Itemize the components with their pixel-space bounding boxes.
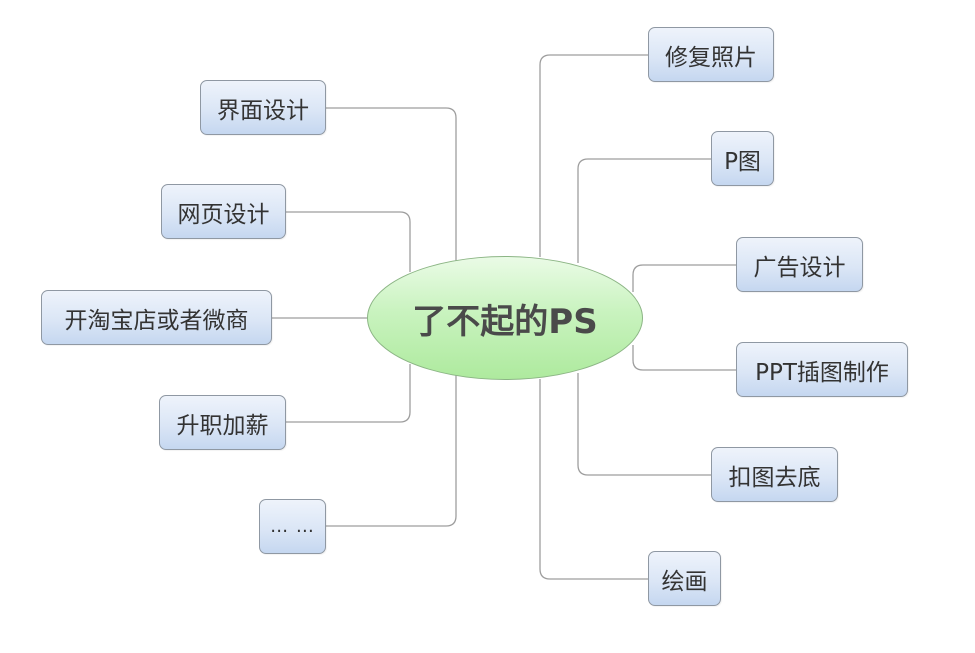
connector-right-4: [577, 373, 711, 476]
topic-label: 广告设计: [753, 254, 846, 281]
topic-node-photo-repair[interactable]: 修复照片: [648, 27, 774, 82]
topic-node-more[interactable]: … …: [259, 499, 326, 554]
connector-left-4: [326, 374, 457, 527]
topic-label: PPT插图制作: [755, 359, 889, 386]
connector-left-1: [286, 211, 411, 272]
topic-node-ui-design[interactable]: 界面设计: [200, 80, 326, 135]
connector-right-2: [632, 264, 736, 292]
topic-node-web-design[interactable]: 网页设计: [161, 184, 286, 239]
topic-node-online-shop[interactable]: 开淘宝店或者微商: [41, 290, 272, 345]
topic-label: 修复照片: [665, 44, 757, 71]
connector-right-5: [539, 379, 648, 580]
topic-label: 开淘宝店或者微商: [64, 307, 249, 334]
topic-node-painting[interactable]: 绘画: [648, 551, 721, 606]
topic-label: 界面设计: [217, 97, 309, 124]
topic-node-photo-edit[interactable]: P图: [711, 131, 774, 186]
topic-node-ad-design[interactable]: 广告设计: [736, 237, 863, 292]
connector-right-0: [539, 54, 648, 257]
topic-label: 绘画: [661, 568, 708, 595]
topic-label: 升职加薪: [176, 412, 269, 439]
topic-label: P图: [724, 148, 761, 175]
connector-right-1: [577, 158, 711, 263]
topic-node-ppt-illustration[interactable]: PPT插图制作: [736, 342, 908, 397]
central-topic-label: 了不起的PS: [412, 301, 598, 342]
topic-label: 网页设计: [177, 201, 270, 228]
central-topic[interactable]: 了不起的PS: [367, 256, 643, 380]
connector-left-3: [286, 364, 411, 423]
connector-right-3: [632, 345, 736, 371]
topic-node-promotion[interactable]: 升职加薪: [159, 395, 286, 450]
connector-left-0: [326, 107, 457, 262]
topic-label: 扣图去底: [728, 464, 821, 491]
topic-label: … …: [270, 516, 315, 537]
topic-node-cutout[interactable]: 扣图去底: [711, 447, 838, 502]
